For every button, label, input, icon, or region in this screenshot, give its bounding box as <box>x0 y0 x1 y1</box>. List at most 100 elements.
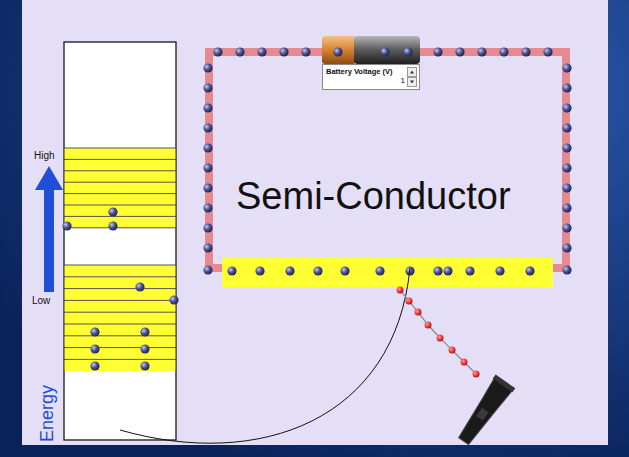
electron <box>562 83 571 92</box>
photon <box>415 309 422 316</box>
electron <box>562 123 571 132</box>
electron <box>213 47 222 56</box>
control-value: 1 <box>323 76 419 86</box>
band-level <box>64 265 176 266</box>
electron <box>443 266 452 275</box>
electron <box>140 327 149 336</box>
photon-beam <box>397 287 480 378</box>
electron <box>235 47 244 56</box>
band-level <box>64 347 176 348</box>
photon <box>425 322 432 329</box>
electron <box>562 203 571 212</box>
band-column <box>64 42 176 440</box>
electron <box>562 63 571 72</box>
electron <box>203 83 212 92</box>
electron <box>433 266 442 275</box>
electron <box>562 143 571 152</box>
electron <box>62 221 71 230</box>
electron <box>521 47 530 56</box>
battery <box>322 36 356 64</box>
band-level <box>64 216 176 217</box>
energy-low-label: Low <box>32 295 50 306</box>
band-level <box>64 227 176 228</box>
band-level <box>64 276 176 277</box>
electron <box>203 223 212 232</box>
electron <box>499 47 508 56</box>
electron <box>90 344 99 353</box>
photon <box>473 371 480 378</box>
semiconductor-bar <box>222 258 553 287</box>
electron <box>203 203 212 212</box>
electron <box>495 266 504 275</box>
voltage-control: Battery Voltage (V)1 <box>322 64 420 90</box>
electron <box>108 221 117 230</box>
electron <box>562 183 571 192</box>
energy-high-label: High <box>34 150 55 161</box>
electron <box>257 47 266 56</box>
electron <box>562 265 571 274</box>
link-curve <box>120 268 410 443</box>
electron <box>140 344 149 353</box>
photon <box>397 287 404 294</box>
band-level <box>64 359 176 360</box>
electron <box>301 47 310 56</box>
electron <box>203 123 212 132</box>
electron <box>203 103 212 112</box>
electron <box>285 266 294 275</box>
photon <box>406 298 413 305</box>
electron <box>169 295 178 304</box>
electron <box>90 361 99 370</box>
electron <box>203 265 212 274</box>
energy-arrow <box>35 166 63 292</box>
electron <box>525 266 534 275</box>
electron <box>203 163 212 172</box>
electron <box>333 47 342 56</box>
band-levels <box>64 148 176 359</box>
band-level <box>64 148 176 149</box>
material-label: Semi-Conductor <box>236 176 511 218</box>
electron <box>140 361 149 370</box>
electron <box>203 243 212 252</box>
electron <box>562 163 571 172</box>
spinner-up-arrow <box>410 71 414 74</box>
electrons <box>62 47 571 370</box>
band-level <box>64 312 176 313</box>
electron <box>313 266 322 275</box>
wire <box>209 52 566 268</box>
band-level <box>64 193 176 194</box>
spinner-up <box>408 68 417 77</box>
electron <box>455 47 464 56</box>
spinner-buttons <box>407 67 417 87</box>
electron <box>375 266 384 275</box>
photon <box>437 335 444 342</box>
photon-path <box>400 290 476 374</box>
photon <box>461 359 468 366</box>
band-level <box>64 205 176 206</box>
electron <box>90 327 99 336</box>
electron <box>227 266 236 275</box>
band-level <box>64 170 176 171</box>
electron <box>562 243 571 252</box>
electron <box>203 143 212 152</box>
band-level <box>64 300 176 301</box>
electron <box>465 266 474 275</box>
control-label: Battery Voltage (V) <box>323 65 419 76</box>
band-level <box>64 324 176 325</box>
band-level <box>64 182 176 183</box>
band-column-border <box>64 42 176 440</box>
panel <box>22 0 608 445</box>
electron <box>203 63 212 72</box>
electron <box>279 47 288 56</box>
electron <box>543 47 552 56</box>
flashlight <box>454 374 516 448</box>
electron <box>380 47 389 56</box>
electron <box>255 266 264 275</box>
electron <box>403 47 412 56</box>
electron <box>562 223 571 232</box>
valence-band <box>64 265 176 371</box>
electron <box>203 183 212 192</box>
energy-axis-label: Energy <box>38 385 58 442</box>
band-level <box>64 335 176 336</box>
